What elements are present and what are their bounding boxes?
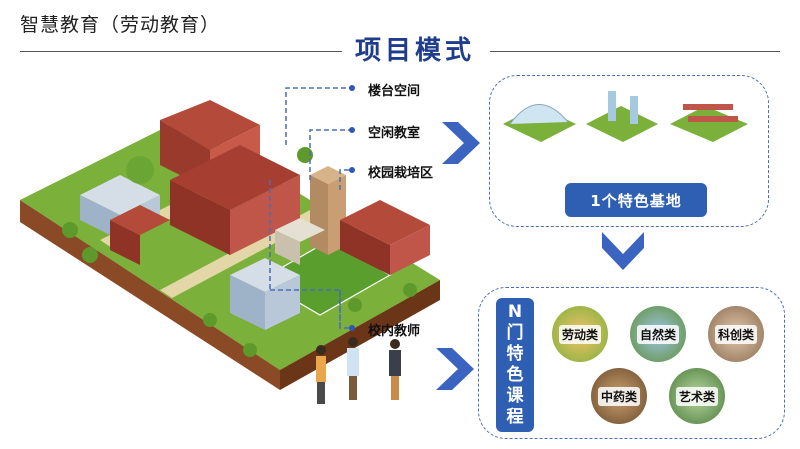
course-art[interactable]: 艺术类 <box>669 368 725 424</box>
courses-header: N 门 特 色 课 程 <box>496 298 534 432</box>
chevron-right-icon <box>442 122 480 164</box>
base-panel: 1个特色基地 <box>489 75 769 227</box>
title-divider-right <box>490 51 780 52</box>
greenhouse-illustrations <box>503 91 748 142</box>
label-dot <box>349 167 355 173</box>
label-planting: 校园栽培区 <box>368 166 434 181</box>
label-teachers: 校内教师 <box>368 324 421 339</box>
course-herbal[interactable]: 中药类 <box>591 368 647 424</box>
label-classroom: 空闲教室 <box>368 126 421 141</box>
course-nature[interactable]: 自然类 <box>630 306 686 362</box>
page-title: 项目模式 <box>355 36 476 66</box>
chevron-down-icon <box>602 232 644 270</box>
course-labor[interactable]: 劳动类 <box>552 306 608 362</box>
campus-illustration <box>20 100 440 404</box>
course-science[interactable]: 科创类 <box>708 306 764 362</box>
courses-panel: N 门 特 色 课 程 劳动类 自然类 科创类 中药类 艺术类 <box>478 287 785 439</box>
base-label: 1个特色基地 <box>565 183 707 217</box>
chevron-right-icon <box>436 348 474 390</box>
label-space: 楼台空间 <box>368 84 421 99</box>
title-divider-left <box>20 51 342 52</box>
label-dot <box>349 127 355 133</box>
category-title: 智慧教育（劳动教育） <box>20 14 221 36</box>
label-dot <box>349 85 355 91</box>
label-dot <box>349 325 355 331</box>
